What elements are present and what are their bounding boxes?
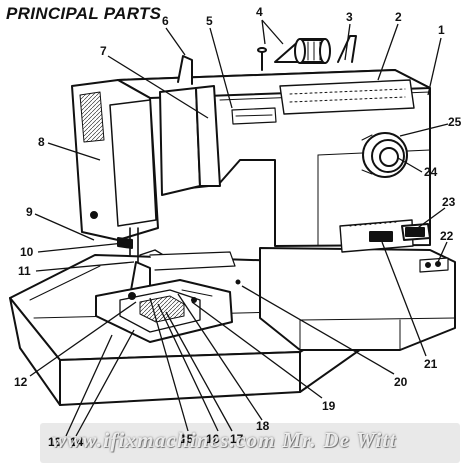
callout-5: 5 xyxy=(206,14,213,28)
callout-8: 8 xyxy=(38,135,45,149)
callout-11: 11 xyxy=(18,264,31,278)
callout-10: 10 xyxy=(20,245,34,259)
callout-12: 12 xyxy=(14,375,28,389)
diagram-title: PRINCIPAL PARTS xyxy=(6,4,162,23)
callout-7: 7 xyxy=(100,44,107,58)
callout-13: 13 xyxy=(48,435,62,449)
callout-3: 3 xyxy=(346,10,353,24)
callout-21: 21 xyxy=(424,357,438,371)
stitch-selector-panel xyxy=(231,79,415,125)
spool-assembly xyxy=(257,35,357,71)
callout-leaders xyxy=(29,19,449,437)
callout-18: 18 xyxy=(256,419,270,433)
callout-25: 25 xyxy=(448,115,462,129)
callout-9: 9 xyxy=(26,205,33,219)
callout-24: 24 xyxy=(424,165,438,179)
handwheel xyxy=(361,132,408,178)
callout-22: 22 xyxy=(440,229,454,243)
watermark-text: www.ifixmachines.com Mr. De Witt xyxy=(52,428,397,452)
callout-15: 15 xyxy=(180,432,194,446)
needle-plate xyxy=(95,279,241,343)
watermark-band xyxy=(40,423,460,463)
thread-guide xyxy=(177,55,193,85)
stitch-controls xyxy=(339,219,449,273)
callout-6: 6 xyxy=(162,14,169,28)
callout-1: 1 xyxy=(438,23,445,37)
machine-head xyxy=(71,79,221,241)
callout-17: 17 xyxy=(230,432,244,446)
callout-23: 23 xyxy=(442,195,456,209)
callout-19: 19 xyxy=(322,399,336,413)
callout-labels: 1 2 3 4 5 6 7 8 9 10 11 12 13 14 15 16 1… xyxy=(14,5,462,449)
callout-16: 16 xyxy=(206,432,220,446)
callout-4: 4 xyxy=(256,5,263,19)
callout-14: 14 xyxy=(70,435,84,449)
callout-2: 2 xyxy=(395,10,402,24)
machine-base xyxy=(9,247,456,406)
callout-20: 20 xyxy=(394,375,408,389)
